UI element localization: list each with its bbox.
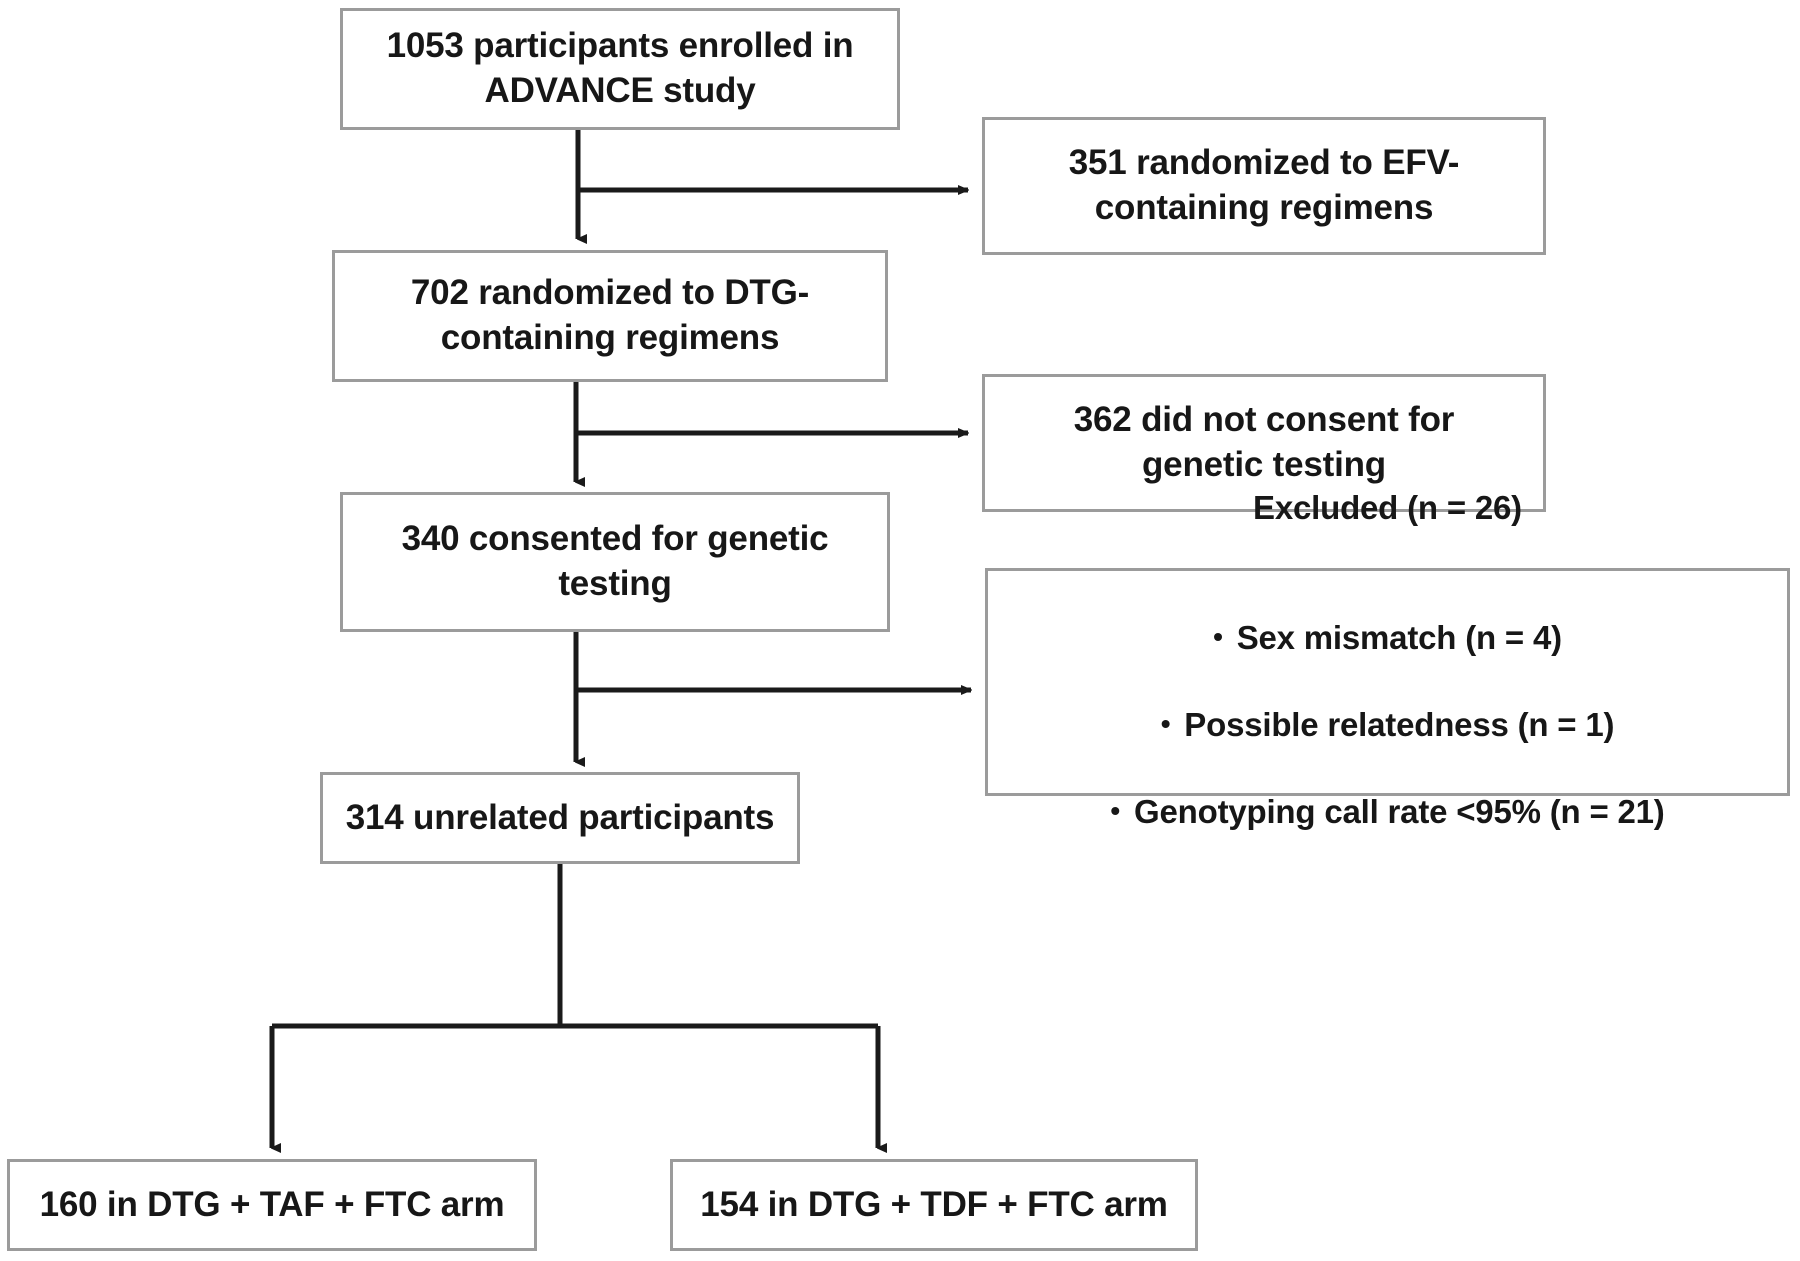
node-tdf-arm: 154 in DTG + TDF + FTC arm (670, 1159, 1198, 1251)
node-taf-arm-label: 160 in DTG + TAF + FTC arm (39, 1184, 505, 1224)
node-no-consent-label: 362 did not consent for genetic testing (1073, 400, 1455, 484)
node-excluded-content: Excluded (n = 26) Sex mismatch (n = 4) P… (998, 445, 1777, 919)
node-dtg-arm-label: 702 randomized to DTG- containing regime… (410, 273, 810, 357)
node-consented: 340 consented for genetic testing (340, 492, 890, 632)
node-enrolled: 1053 participants enrolled in ADVANCE st… (340, 8, 900, 130)
node-excluded: Excluded (n = 26) Sex mismatch (n = 4) P… (985, 489, 1790, 830)
node-efv-arm: 351 randomized to EFV- containing regime… (982, 117, 1546, 255)
list-item: Sex mismatch (n = 4) (998, 616, 1777, 661)
node-enrolled-label: 1053 participants enrolled in ADVANCE st… (386, 26, 854, 110)
node-no-consent: 362 did not consent for genetic testing (982, 374, 1546, 512)
node-dtg-arm: 702 randomized to DTG- containing regime… (332, 250, 888, 382)
node-consented-label: 340 consented for genetic testing (401, 519, 829, 603)
node-excluded-reason-list: Sex mismatch (n = 4) Possible relatednes… (998, 574, 1777, 877)
node-unrelated: 314 unrelated participants (320, 772, 800, 864)
node-taf-arm: 160 in DTG + TAF + FTC arm (7, 1159, 537, 1251)
node-tdf-arm-label: 154 in DTG + TDF + FTC arm (700, 1184, 1168, 1224)
node-excluded-title: Excluded (n = 26) (1253, 489, 1522, 527)
list-item: Possible relatedness (n = 1) (998, 703, 1777, 748)
list-item: Genotyping call rate <95% (n = 21) (998, 790, 1777, 835)
node-efv-arm-label: 351 randomized to EFV- containing regime… (1068, 143, 1460, 227)
node-unrelated-label: 314 unrelated participants (345, 797, 775, 837)
edge-unrelated-split (269, 864, 878, 1148)
